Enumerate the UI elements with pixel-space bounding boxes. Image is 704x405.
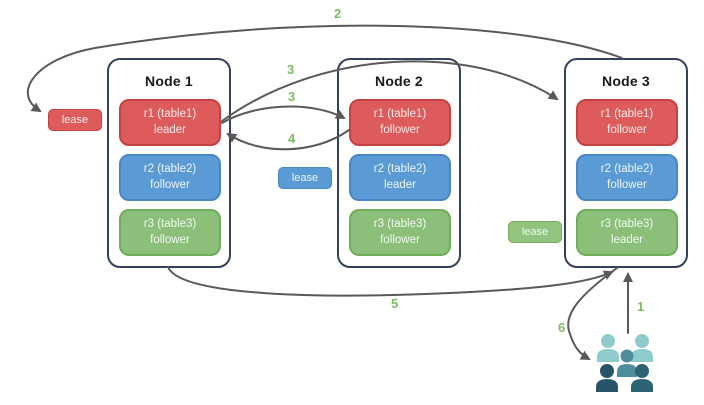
- replica-role: follower: [607, 123, 647, 136]
- node-1-title: Node 1: [145, 73, 193, 89]
- step-label-3a: 3: [287, 62, 295, 77]
- arrow-step-3-node1-to-node2: [221, 105, 346, 124]
- replica-name: r3 (table3): [600, 218, 654, 231]
- node-3-replica-r3: r3 (table3) leader: [576, 209, 678, 256]
- replica-name: r1 (table1): [143, 108, 197, 121]
- replica-role: follower: [607, 178, 647, 191]
- lease-badge-green: lease: [508, 221, 562, 243]
- node-3-title: Node 3: [602, 73, 650, 89]
- node-2: Node 2 r1 (table1) follower r2 (table2) …: [337, 58, 461, 268]
- node-2-replica-r1: r1 (table1) follower: [349, 99, 451, 146]
- step-label-5: 5: [391, 296, 399, 311]
- step-label-4: 4: [288, 131, 296, 146]
- replica-role: leader: [384, 178, 416, 191]
- replica-role: leader: [154, 123, 186, 136]
- replica-name: r2 (table2): [373, 163, 427, 176]
- replica-name: r1 (table1): [600, 108, 654, 121]
- node-3: Node 3 r1 (table1) follower r2 (table2) …: [564, 58, 688, 268]
- lease-label: lease: [291, 172, 319, 184]
- replica-role: follower: [150, 233, 190, 246]
- step-label-1: 1: [637, 299, 645, 314]
- node-1-replica-r1: r1 (table1) leader: [119, 99, 221, 146]
- replica-name: r2 (table2): [600, 163, 654, 176]
- arrow-step-6-node3-to-users: [567, 267, 618, 360]
- replica-name: r3 (table3): [143, 218, 197, 231]
- node-3-replica-r1: r1 (table1) follower: [576, 99, 678, 146]
- node-3-replica-r2: r2 (table2) follower: [576, 154, 678, 201]
- lease-label: lease: [61, 114, 89, 126]
- lease-label: lease: [521, 226, 549, 238]
- lease-badge-red: lease: [48, 109, 102, 131]
- replica-role: follower: [380, 233, 420, 246]
- arrow-step-5-node1-to-node3: [167, 266, 614, 297]
- node-1: Node 1 r1 (table1) leader r2 (table2) fo…: [107, 58, 231, 268]
- replica-name: r3 (table3): [373, 218, 427, 231]
- replica-name: r1 (table1): [373, 108, 427, 121]
- node-1-replica-r3: r3 (table3) follower: [119, 209, 221, 256]
- node-1-replica-r2: r2 (table2) follower: [119, 154, 221, 201]
- step-label-6: 6: [558, 320, 566, 335]
- lease-badge-blue: lease: [278, 167, 332, 189]
- replica-role: leader: [611, 233, 643, 246]
- replica-role: follower: [150, 178, 190, 191]
- step-label-2: 2: [334, 6, 342, 21]
- node-2-replica-r3: r3 (table3) follower: [349, 209, 451, 256]
- replica-role: follower: [380, 123, 420, 136]
- step-label-3b: 3: [288, 89, 296, 104]
- node-2-title: Node 2: [375, 73, 423, 89]
- replica-name: r2 (table2): [143, 163, 197, 176]
- node-2-replica-r2: r2 (table2) leader: [349, 154, 451, 201]
